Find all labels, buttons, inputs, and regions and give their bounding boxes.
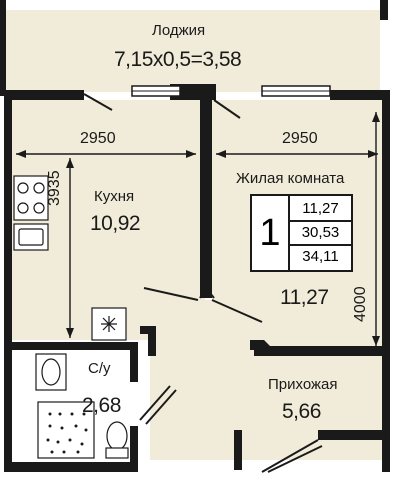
stove-icon <box>13 175 49 221</box>
dimension-lines <box>16 112 378 346</box>
shower-tray-icon <box>37 401 95 459</box>
kitchen-width-dimension: 2950 <box>80 130 116 147</box>
washbasin-icon <box>35 353 67 391</box>
loggia-floor <box>6 10 380 92</box>
doors <box>83 93 323 473</box>
loggia-name: Лоджия <box>152 22 206 39</box>
bathroom-area: 2,68 <box>82 394 121 417</box>
loggia-windows <box>131 85 331 97</box>
bathroom-name: С/у <box>88 360 111 377</box>
loggia-area-formula: 7,15х0,5=3,58 <box>114 48 242 71</box>
kitchen-name: Кухня <box>94 188 135 205</box>
living-width-dimension: 2950 <box>282 130 318 147</box>
badge-living-area: 11,27 <box>290 196 351 222</box>
living-depth-dimension: 4000 <box>352 286 369 322</box>
living-room-area: 11,27 <box>280 286 329 309</box>
kitchen-area: 10,92 <box>90 212 141 235</box>
badge-total-with-loggia: 34,11 <box>302 247 339 265</box>
apartment-summary-badge: 1 11,27 30,53 34,11 <box>250 194 353 272</box>
walls <box>0 0 390 472</box>
kitchen-sink-icon <box>13 223 49 251</box>
toilet-icon <box>105 421 129 459</box>
hallway-name: Прихожая <box>268 376 338 393</box>
hallway-area: 5,66 <box>282 400 321 423</box>
kitchen-depth-dimension: 3935 <box>46 170 63 206</box>
room-count: 1 <box>252 196 290 270</box>
fan-icon <box>91 307 127 341</box>
living-room-name: Жилая комната <box>236 170 345 187</box>
badge-total-area: 30,53 <box>290 220 351 246</box>
